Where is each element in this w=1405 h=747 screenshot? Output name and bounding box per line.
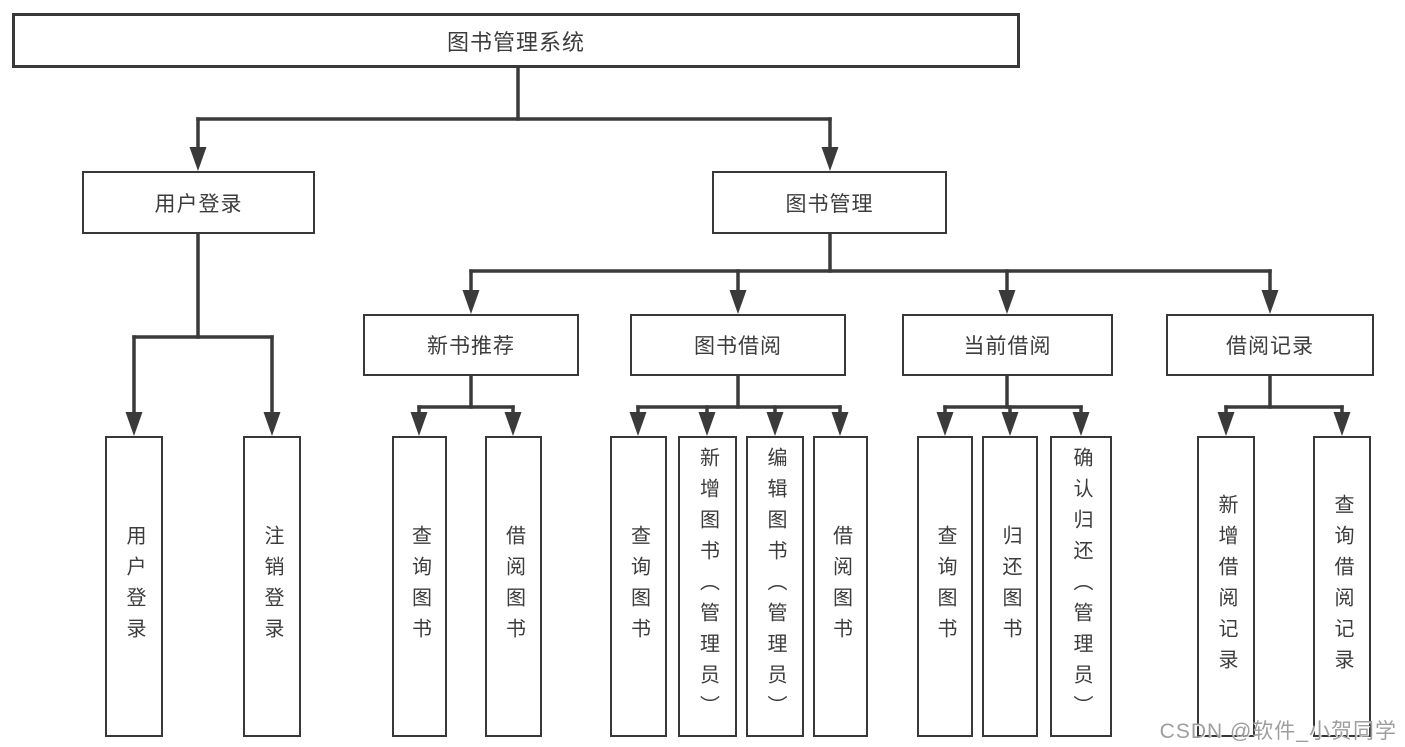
node-user-login: 用户登录 bbox=[82, 171, 315, 234]
leaf-label: 注销登录 bbox=[261, 524, 283, 649]
leaf-label: 新增图书（管理员） bbox=[696, 447, 719, 726]
node-label: 图书管理 bbox=[785, 192, 874, 216]
leaf-query-borrow-record: 查询借阅记录 bbox=[1313, 436, 1371, 737]
leaf-label: 查询借阅记录 bbox=[1331, 493, 1353, 680]
node-label: 借阅记录 bbox=[1226, 335, 1314, 358]
node-book-management: 图书管理 bbox=[712, 171, 947, 234]
leaf-label: 归还图书 bbox=[999, 524, 1021, 649]
leaf-user-login: 用户登录 bbox=[105, 436, 163, 737]
leaf-borrow-books: 借阅图书 bbox=[485, 436, 542, 737]
leaf-logout: 注销登录 bbox=[243, 436, 301, 737]
node-book-borrow: 图书借阅 bbox=[630, 314, 846, 376]
node-new-book-recommend: 新书推荐 bbox=[363, 314, 579, 376]
leaf-label: 借阅图书 bbox=[502, 524, 525, 649]
leaf-return-books: 归还图书 bbox=[982, 436, 1038, 737]
leaf-label: 查询图书 bbox=[627, 524, 650, 649]
node-borrow-records: 借阅记录 bbox=[1166, 314, 1374, 376]
leaf-query-books: 查询图书 bbox=[610, 436, 667, 737]
node-label: 图书借阅 bbox=[694, 335, 782, 358]
node-label: 当前借阅 bbox=[963, 335, 1052, 358]
csdn-watermark: CSDN @软件_小贺同学 bbox=[1159, 720, 1397, 743]
node-label: 新书推荐 bbox=[427, 335, 515, 358]
leaf-label: 查询图书 bbox=[408, 524, 431, 649]
leaf-label: 借阅图书 bbox=[829, 524, 852, 649]
leaf-add-borrow-record: 新增借阅记录 bbox=[1197, 436, 1255, 737]
leaf-query-books: 查询图书 bbox=[392, 436, 447, 737]
leaf-label: 确认归还（管理员） bbox=[1070, 447, 1092, 726]
node-label: 图书管理系统 bbox=[446, 29, 585, 55]
leaf-edit-books-admin: 编辑图书（管理员） bbox=[746, 436, 804, 737]
leaf-query-books: 查询图书 bbox=[917, 436, 973, 737]
leaf-add-books-admin: 新增图书（管理员） bbox=[678, 436, 737, 737]
node-current-borrow: 当前借阅 bbox=[902, 314, 1113, 376]
leaf-label: 编辑图书（管理员） bbox=[764, 447, 786, 726]
node-library-management-system: 图书管理系统 bbox=[12, 13, 1020, 68]
leaf-label: 用户登录 bbox=[123, 524, 145, 649]
leaf-label: 查询图书 bbox=[934, 524, 956, 649]
node-label: 用户登录 bbox=[154, 192, 243, 216]
leaf-label: 新增借阅记录 bbox=[1215, 493, 1237, 680]
leaf-confirm-return-admin: 确认归还（管理员） bbox=[1050, 436, 1112, 737]
leaf-borrow-books: 借阅图书 bbox=[813, 436, 868, 737]
